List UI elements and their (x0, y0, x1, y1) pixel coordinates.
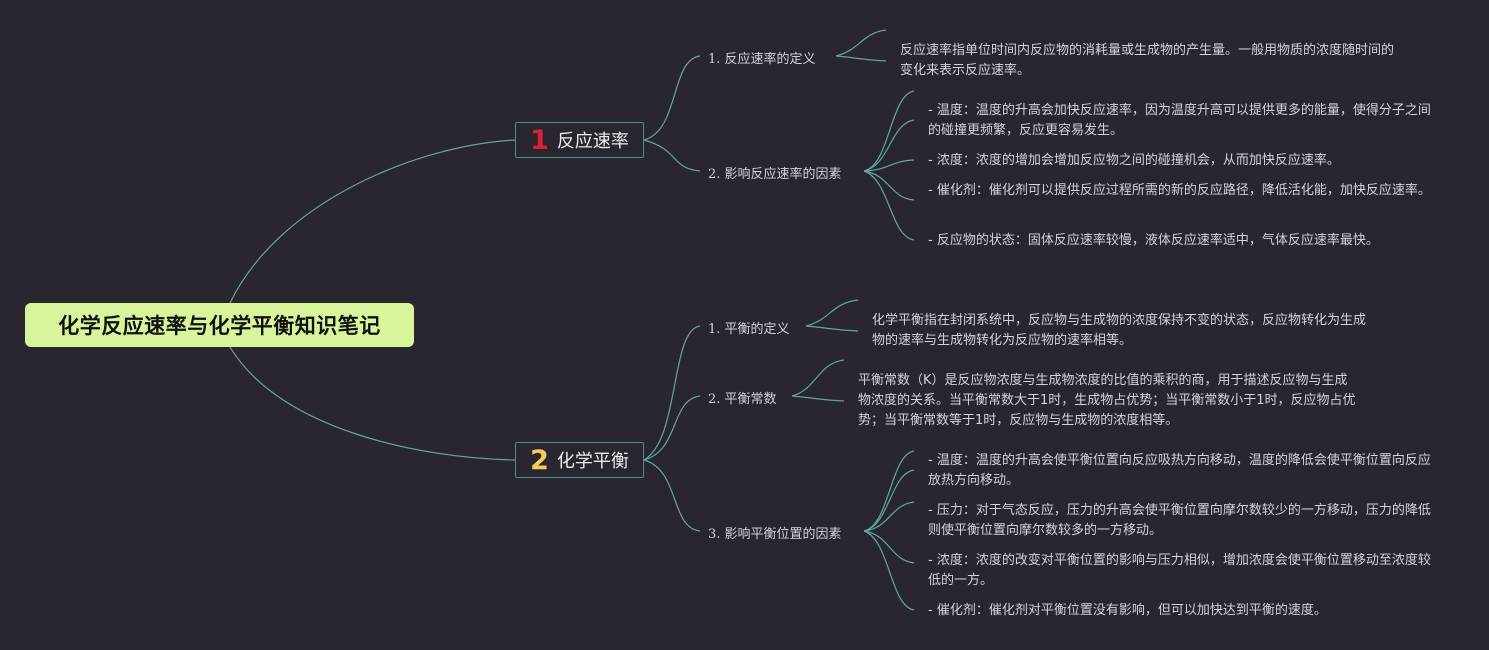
subtopic-equilibrium-constant[interactable]: 2. 平衡常数 (708, 392, 777, 407)
leaf-equilibrium-pressure[interactable]: - 压力：对于气态反应，压力的升高会使平衡位置向摩尔数较少的一方移动，压力的降低… (928, 503, 1431, 538)
subtopic-rate-factors[interactable]: 2. 影响反应速率的因素 (708, 167, 842, 182)
link-sub-1-1-leaf (835, 29, 887, 57)
link-sub-1-2-leaf-4 (863, 170, 915, 241)
leaf-rate-concentration[interactable]: - 浓度：浓度的增加会增加反应物之间的碰撞机会，从而加快反应速率。 (928, 153, 1340, 168)
leaf-rate-state[interactable]: - 反应物的状态：固体反应速率较慢，液体反应速率适中，气体反应速率最快。 (928, 233, 1379, 248)
leaf-rate-definition[interactable]: 反应速率指单位时间内反应物的消耗量或生成物的产生量。一般用物质的浓度随时间的变化… (900, 43, 1395, 78)
central-topic[interactable]: 化学反应速率与化学平衡知识笔记 (25, 303, 414, 347)
link-sub-2-3-leaf-1b (863, 469, 915, 532)
link-sub-1-2-leaf-1 (863, 90, 915, 172)
topic-reaction-rate[interactable]: 1 反应速率 (515, 122, 644, 158)
link-sub-2-3-leaf-1 (863, 450, 915, 532)
link-sub-2-2-leaf (791, 359, 845, 397)
subtopic-rate-definition[interactable]: 1. 反应速率的定义 (708, 52, 816, 67)
link-sub-2-1-leaf-b (805, 325, 859, 332)
topic-chemical-equilibrium[interactable]: 2 化学平衡 (515, 442, 644, 478)
subtopic-equilibrium-factors[interactable]: 3. 影响平衡位置的因素 (708, 527, 842, 542)
link-sub-1-1-leaf-b (835, 55, 887, 62)
link-sub-2-2-leaf-b (791, 395, 845, 402)
link-topic-2-sub-2 (643, 395, 701, 461)
leaf-equilibrium-temperature[interactable]: - 温度：温度的升高会使平衡位置向反应吸热方向移动，温度的降低会使平衡位置向反应… (928, 453, 1431, 488)
leaf-rate-catalyst[interactable]: - 催化剂：催化剂可以提供反应过程所需的新的反应路径，降低活化能，加快反应速率。 (928, 183, 1431, 198)
link-sub-2-3-leaf-2 (863, 501, 915, 532)
link-sub-2-3-leaf-4 (863, 530, 915, 611)
link-root-topic-2 (229, 346, 516, 461)
leaf-equilibrium-definition[interactable]: 化学平衡指在封闭系统中，反应物与生成物的浓度保持不变的状态，反应物转化为生成物的… (872, 313, 1367, 348)
central-topic-label: 化学反应速率与化学平衡知识笔记 (58, 314, 381, 338)
leaf-equilibrium-constant[interactable]: 平衡常数（K）是反应物浓度与生成物浓度的比值的乘积的商，用于描述反应物与生成物浓… (858, 373, 1356, 428)
link-topic-2-sub-1 (643, 325, 701, 461)
link-sub-1-2-leaf-1b (863, 119, 915, 172)
topic-label: 化学平衡 (556, 451, 629, 472)
link-topic-1-sub-1 (643, 55, 701, 141)
topic-label: 反应速率 (556, 131, 629, 152)
link-sub-1-2-leaf-3 (863, 170, 915, 201)
link-topic-2-sub-3 (643, 459, 701, 532)
leaf-equilibrium-concentration[interactable]: - 浓度：浓度的改变对平衡位置的影响与压力相似，增加浓度会使平衡位置移动至浓度较… (928, 553, 1431, 588)
link-sub-2-3-leaf-3 (863, 530, 915, 564)
link-topic-1-sub-2 (643, 139, 701, 172)
leaf-equilibrium-catalyst[interactable]: - 催化剂：催化剂对平衡位置没有影响，但可以加快达到平衡的速度。 (928, 603, 1327, 618)
link-root-topic-1 (229, 139, 516, 304)
link-sub-1-2-leaf-2 (863, 159, 915, 172)
link-sub-2-1-leaf (805, 299, 859, 327)
topic-number-2: 2 (530, 444, 549, 476)
topic-number-1: 1 (530, 124, 549, 156)
leaf-rate-temperature[interactable]: - 温度：温度的升高会加快反应速率，因为温度升高可以提供更多的能量，使得分子之间… (928, 103, 1431, 138)
subtopic-equilibrium-definition[interactable]: 1. 平衡的定义 (708, 322, 790, 337)
